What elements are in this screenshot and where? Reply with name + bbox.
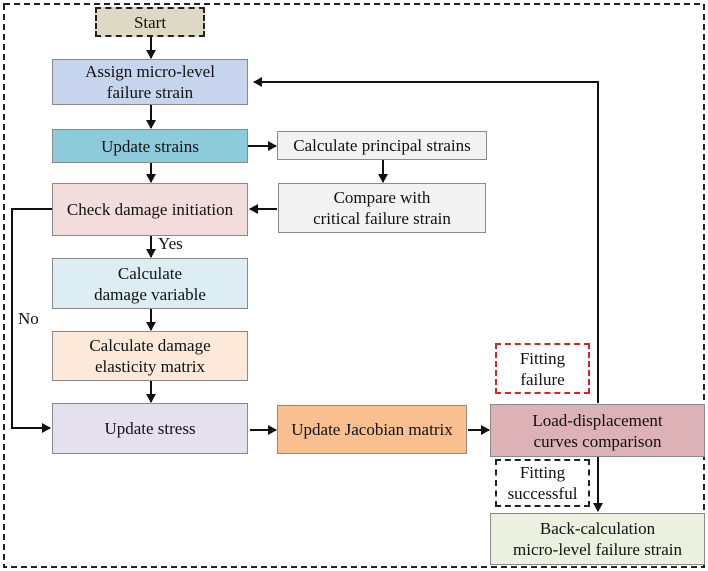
damage-variable-line2: damage variable [94,284,206,304]
back-calculation-line1: Back-calculation [539,519,656,538]
arrow-check-update-stress-no [11,208,52,433]
fitting-failure-note: Fitting failure [495,343,590,394]
arrow-load-disp-assign [253,77,599,403]
assign-strain-line2: failure strain [106,83,194,102]
elasticity-matrix-line2: elasticity matrix [95,357,205,376]
update-strains-label: Update strains [101,136,199,156]
compare-critical-node: Compare with critical failure strain [278,183,486,233]
fitting-successful-line1: Fitting [519,463,566,482]
check-damage-label: Check damage initiation [66,200,234,219]
fitting-failure-line1: Fitting [519,348,566,368]
load-displacement-line1: Load-displacement [532,410,663,430]
jacobian-node: Update Jacobian matrix [277,405,467,454]
assign-strain-line1: Assign micro-level [85,62,215,81]
start-label: Start [133,12,167,32]
compare-critical-line1: Compare with [333,188,431,207]
principal-strains-node: Calculate principal strains [277,131,487,160]
update-strains-node: Update strains [52,129,248,163]
damage-variable-line1: Calculate [117,263,183,283]
elasticity-matrix-node: Calculate damage elasticity matrix [52,331,248,381]
fitting-successful-note: Fitting successful [495,459,590,507]
update-stress-node: Update stress [52,403,248,454]
outer-frame [3,3,705,568]
yes-label: Yes [158,234,183,253]
compare-critical-line2: critical failure strain [313,209,451,228]
principal-strains-label: Calculate principal strains [293,136,471,155]
start-node: Start [95,7,205,37]
assign-strain-node: Assign micro-level failure strain [52,59,248,105]
no-label: No [18,309,39,328]
damage-variable-node: Calculate damage variable [52,258,248,309]
jacobian-label: Update Jacobian matrix [291,420,453,439]
back-calculation-node: Back-calculation micro-level failure str… [490,513,705,565]
fitting-successful-line2: successful [507,484,578,503]
load-displacement-node: Load-displacement curves comparison [490,404,705,457]
back-calculation-line2: micro-level failure strain [513,540,682,559]
load-displacement-line2: curves comparison [533,431,662,451]
check-damage-node: Check damage initiation [52,183,248,236]
update-stress-label: Update stress [104,419,196,438]
fitting-failure-line2: failure [520,369,565,389]
elasticity-matrix-line1: Calculate damage [89,336,211,355]
